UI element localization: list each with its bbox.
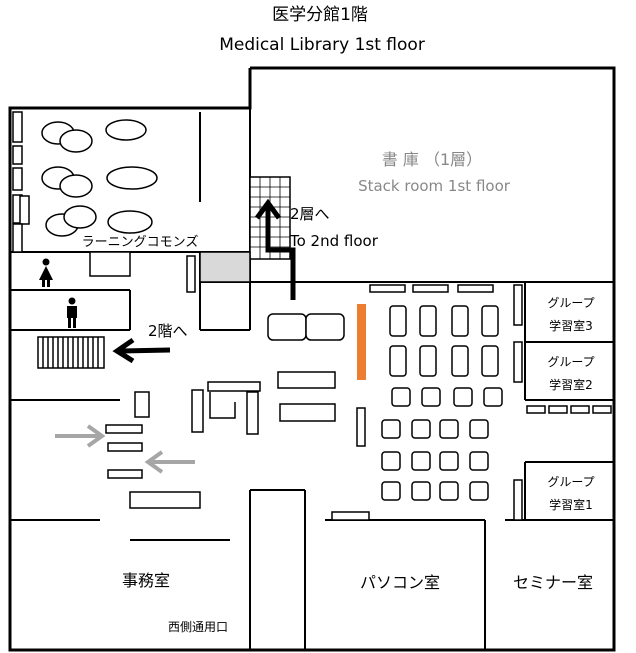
group-room-1-label-b: 学習室1	[549, 497, 593, 512]
to-2f-stack-ja: 2層へ	[290, 205, 330, 223]
arrow-left-icon	[112, 337, 171, 364]
office-label: 事務室	[122, 571, 170, 590]
reading-area-desks	[369, 284, 612, 521]
group-room-1-label-a: グループ	[547, 475, 594, 489]
group-room-2-label-b: 学習室2	[549, 377, 593, 392]
title-en: Medical Library 1st floor	[219, 35, 425, 55]
entrance-arrow-icon	[55, 424, 106, 448]
staircase-icon	[37, 336, 105, 369]
west-entrance-label: 西側通用口	[168, 620, 228, 634]
female-restroom-icon	[39, 258, 53, 287]
male-restroom-icon	[67, 297, 77, 328]
group-room-3-label-b: 学習室3	[549, 318, 593, 333]
stack-room-label-ja: 書 庫 （1層）	[382, 150, 482, 169]
title-ja: 医学分館1階	[272, 5, 368, 25]
to-2f-stack-en: To 2nd floor	[289, 232, 379, 250]
interior-walls	[10, 108, 614, 650]
group-room-2-label-a: グループ	[547, 355, 594, 369]
group-room-3-label-a: グループ	[547, 296, 594, 310]
central-furniture	[105, 313, 370, 521]
to-2f-label: 2階へ	[148, 322, 188, 340]
learning-commons-label: ラーニングコモンズ	[82, 234, 199, 250]
stack-stair	[199, 176, 291, 283]
arrow-up-icon	[254, 198, 296, 300]
seminar-room-label: セミナー室	[513, 573, 593, 592]
learning-commons-furniture	[12, 111, 196, 293]
highlighted-shelf	[357, 304, 366, 380]
exit-arrow-icon	[144, 450, 195, 474]
stack-room-label-en: Stack room 1st floor	[358, 177, 511, 195]
pc-room-label: パソコン室	[360, 573, 440, 592]
